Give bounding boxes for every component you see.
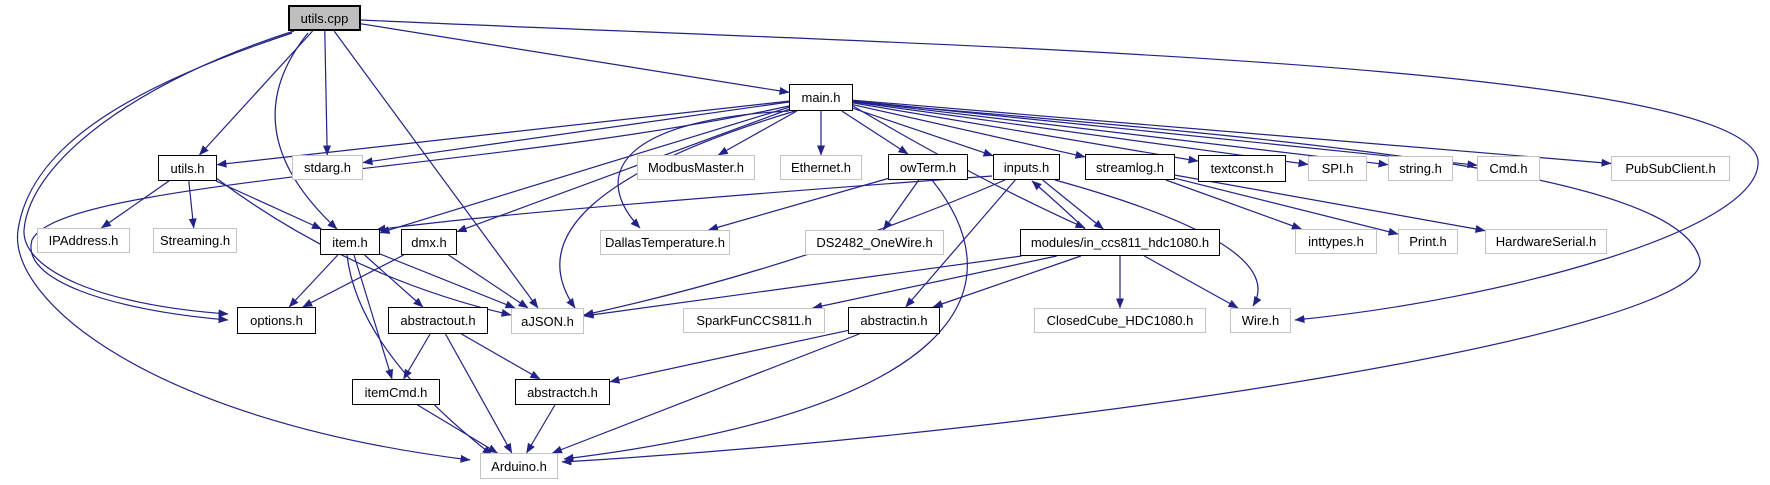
node-main-h[interactable]: main.h (789, 84, 853, 111)
edge-abstractout-h-to-abstractch-h (461, 333, 541, 380)
edge-inputs-h-to-item-h (375, 175, 993, 233)
node-DS2482-OneWire-h: DS2482_OneWire.h (805, 230, 944, 255)
node-stdarg-h: stdarg.h (292, 155, 363, 180)
edge-main-h-to-streamlog-h (852, 104, 1086, 159)
edge-utils-h-to-Streaming-h (188, 180, 197, 229)
edge-abstractin-h-to-Arduino-h (552, 333, 860, 454)
edge-modules-h-to-Wire-h (1144, 255, 1239, 309)
edge-item-h-to-abstractout-h (364, 254, 424, 308)
node-string-h: string.h (1388, 156, 1453, 181)
node-Cmd-h: Cmd.h (1477, 156, 1540, 181)
edge-modules-h-to-abstractin-h (932, 255, 1082, 308)
edge-owTerm-h-to-Arduino-h (563, 179, 968, 462)
edge-main-h-to-textconst-h (852, 102, 1199, 164)
node-SparkFunCCS811-h: SparkFunCCS811.h (683, 308, 825, 333)
node-Print-h: Print.h (1398, 229, 1458, 254)
edge-modules-h-to-aJSON-h (583, 255, 1022, 319)
node-Streaming-h: Streaming.h (153, 228, 237, 253)
edge-abstractin-h-to-abstractch-h (609, 329, 849, 384)
edge-main-h-to-item-h (379, 106, 790, 234)
node-Wire-h: Wire.h (1230, 308, 1291, 333)
edge-dmx-h-to-aJSON-h (448, 254, 529, 309)
node-streamlog-h[interactable]: streamlog.h (1085, 154, 1175, 180)
edge-streamlog-h-to-inttypes-h (1165, 179, 1302, 230)
node-textconst-h[interactable]: textconst.h (1198, 155, 1286, 182)
edge-item-h-to-Arduino-h (346, 254, 493, 456)
node-utils-cpp: utils.cpp (288, 5, 361, 31)
edge-utils-cpp-to-aJSON-h (333, 30, 539, 309)
node-SPI-h: SPI.h (1308, 156, 1367, 181)
node-item-h[interactable]: item.h (320, 229, 380, 255)
node-Arduino-h: Arduino.h (480, 453, 558, 479)
node-abstractout-h[interactable]: abstractout.h (388, 307, 488, 334)
edge-itemCmd-h-to-Arduino-h (417, 404, 498, 454)
edge-utils-h-to-item-h (215, 180, 322, 230)
node-options-h[interactable]: options.h (237, 307, 316, 334)
node-IPAddress-h: IPAddress.h (37, 228, 130, 253)
edge-owTerm-h-to-DallasTemperature-h (708, 177, 889, 232)
edge-abstractout-h-to-Arduino-h (444, 333, 513, 454)
node-abstractin-h[interactable]: abstractin.h (848, 307, 940, 334)
edge-main-h-to-PubSubClient-h (852, 99, 1612, 167)
node-ClosedCube-HDC1080-h: ClosedCube_HDC1080.h (1034, 308, 1206, 333)
edge-main-h-to-ModbusMaster-h (717, 110, 798, 156)
edge-inputs-h-to-modules-h (1042, 179, 1104, 230)
edge-utils-h-to-IPAddress-h (100, 180, 170, 229)
node-inttypes-h: inttypes.h (1295, 229, 1377, 254)
edge-item-h-to-itemCmd-h (353, 254, 394, 380)
node-abstractch-h[interactable]: abstractch.h (515, 379, 610, 405)
edge-main-h-to-Cmd-h (852, 100, 1478, 169)
node-DallasTemperature-h: DallasTemperature.h (600, 230, 730, 255)
node-utils-h[interactable]: utils.h (158, 155, 217, 181)
edge-main-h-to-utils-h (216, 100, 790, 168)
edge-utils-cpp-to-item-h (274, 32, 338, 230)
edge-inputs-h-to-abstractin-h (905, 179, 1016, 308)
node-aJSON-h: aJSON.h (511, 308, 584, 334)
edge-main-h-to-stdarg-h (362, 101, 790, 166)
edge-utils-cpp-to-main-h (360, 23, 790, 95)
edge-main-h-to-dmx-h (456, 108, 790, 233)
node-modules-h[interactable]: modules/in_ccs811_hdc1080.h (1020, 229, 1220, 256)
edge-streamlog-h-to-Print-h (1174, 177, 1399, 236)
node-Ethernet-h: Ethernet.h (780, 155, 862, 180)
edge-abstractch-h-to-Arduino-h (526, 404, 556, 454)
node-itemCmd-h[interactable]: itemCmd.h (352, 379, 440, 405)
edge-abstractout-h-to-itemCmd-h (403, 333, 431, 380)
edge-main-h-to-DallasTemperature-h (617, 110, 790, 229)
node-ModbusMaster-h: ModbusMaster.h (637, 155, 755, 180)
edge-main-h-to-modules-h (852, 105, 1086, 229)
node-dmx-h[interactable]: dmx.h (401, 229, 457, 255)
edge-item-h-to-options-h (288, 254, 339, 308)
node-owTerm-h[interactable]: owTerm.h (888, 154, 968, 180)
edge-streamlog-h-to-HardwareSerial-h (1174, 174, 1486, 233)
edge-main-h-to-owTerm-h (841, 110, 909, 155)
edge-utils-cpp-to-utils-h (198, 30, 314, 156)
edge-inputs-h-to-Wire-h (1054, 179, 1262, 307)
edge-main-h-to-string-h (852, 100, 1389, 168)
edge-owTerm-h-to-DS2482-OneWire-h (882, 179, 920, 231)
edge-utils-cpp-to-options-h (23, 30, 295, 318)
edge-modules-h-to-inputs-h (1031, 180, 1086, 230)
edge-inputs-h-to-aJSON-h (583, 179, 1006, 317)
edge-modules-h-to-SparkFunCCS811-h (812, 255, 1057, 310)
edge-main-h-to-inputs-h (852, 107, 994, 157)
edge-main-h-to-aJSON-h (559, 110, 796, 309)
edge-main-h-to-Arduino-h (561, 101, 1701, 466)
edge-item-h-to-aJSON-h (379, 253, 516, 309)
node-PubSubClient-h: PubSubClient.h (1611, 156, 1730, 181)
node-HardwareSerial-h: HardwareSerial.h (1485, 229, 1607, 254)
graph-edges (16, 19, 1759, 466)
node-inputs-h[interactable]: inputs.h (993, 154, 1060, 180)
edge-utils-cpp-to-Wire-h (360, 19, 1759, 324)
edge-main-h-to-options-h (30, 105, 790, 324)
edge-utils-cpp-to-stdarg-h (323, 30, 332, 156)
edge-dmx-h-to-options-h (302, 254, 404, 308)
edge-utils-cpp-to-Arduino-h (16, 32, 471, 463)
edge-main-h-to-SPI-h (852, 101, 1309, 168)
